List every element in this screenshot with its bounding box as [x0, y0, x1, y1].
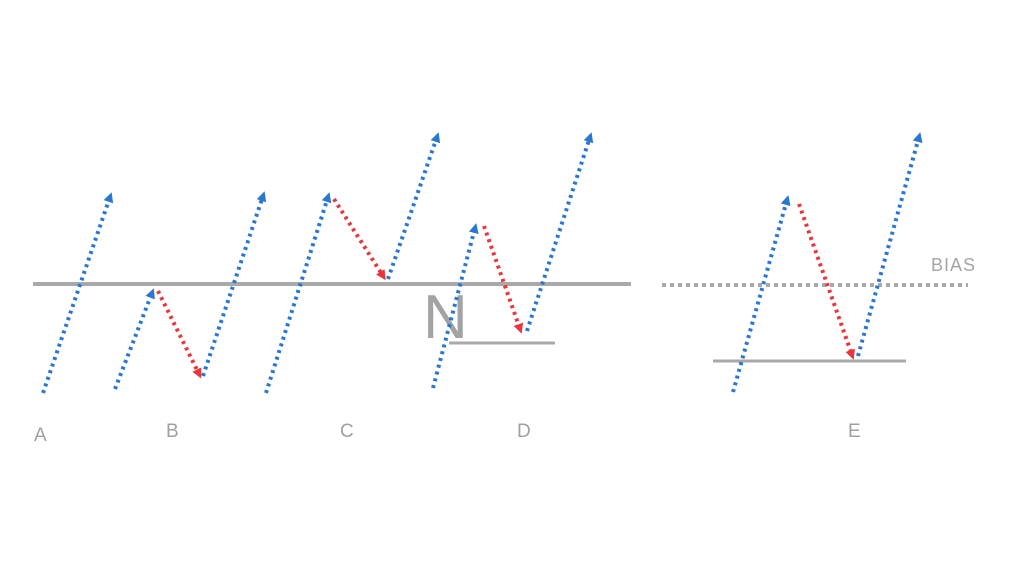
- up-move-arrow: [731, 195, 791, 393]
- up-move-arrow: [41, 192, 114, 394]
- down-move-arrow: [482, 225, 524, 334]
- down-move-arrow: [797, 203, 856, 360]
- case-label-c: C: [340, 421, 354, 442]
- case-label-e: E: [848, 421, 861, 442]
- case-e: E: [731, 132, 923, 442]
- case-c: C: [264, 132, 441, 442]
- case-label-b: B: [166, 421, 179, 442]
- down-move-arrow: [332, 197, 386, 281]
- up-move-arrow: [264, 192, 332, 394]
- case-d: N D: [423, 132, 594, 442]
- case-label-d: D: [517, 421, 531, 442]
- bias-label: BIAS: [931, 255, 976, 275]
- up-move-arrow: [386, 132, 441, 280]
- case-b: B: [113, 191, 267, 442]
- up-move-arrow: [113, 288, 155, 390]
- case-a: A: [34, 192, 114, 446]
- up-move-arrow: [525, 132, 594, 332]
- up-move-arrow: [856, 132, 923, 357]
- case-label-a: A: [34, 425, 47, 446]
- down-move-arrow: [156, 290, 202, 379]
